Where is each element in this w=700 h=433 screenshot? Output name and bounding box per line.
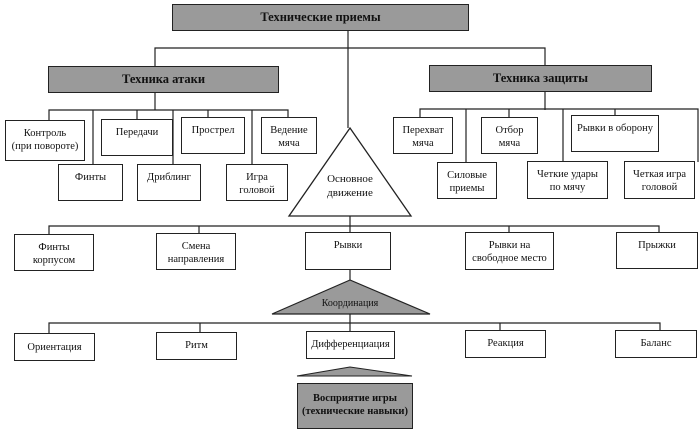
defense-node: Техника защиты [429, 65, 652, 92]
attack-bus-line [48, 109, 289, 121]
outcome-node: Восприятие игры (технические навыки) [297, 383, 413, 429]
defense-label: Техника защиты [492, 71, 589, 85]
defense-bus-line [419, 108, 699, 162]
root-label: Технические приемы [260, 10, 381, 24]
defense-item-golovoy: Четкая игра головой [624, 161, 695, 199]
core-movement-triangle [287, 126, 413, 217]
attack-item-igra-golovoy: Игра головой [226, 164, 288, 201]
core-item-ryvki-mesto: Рывки на свободное место [465, 232, 554, 270]
outcome-label: Восприятие игры (технические навыки) [302, 393, 408, 417]
coordination-triangle [271, 279, 431, 315]
attack-item-vedenie: Ведение мяча [261, 117, 317, 154]
root-node: Технические приемы [172, 4, 469, 31]
coord-item-differenciaciya: Дифференциация [306, 331, 395, 359]
core-item-pryzhki: Прыжки [616, 232, 698, 269]
attack-item-kontrol: Контроль (при повороте) [5, 120, 85, 161]
attack-label: Техника атаки [121, 72, 206, 86]
outcome-roof-triangle [296, 366, 413, 377]
attack-item-finty: Финты [58, 164, 123, 201]
defense-item-otbor: Отбор мяча [481, 117, 538, 154]
core-item-finty-korpusom: Финты корпусом [14, 234, 94, 271]
root-branch-line [154, 47, 546, 66]
core-bus-line [48, 225, 660, 235]
attack-item-prostrel: Прострел [181, 117, 245, 154]
defense-item-perehvat: Перехват мяча [393, 117, 453, 154]
coord-item-reakciya: Реакция [465, 330, 546, 358]
attack-item-peredachi: Передачи [101, 119, 173, 156]
defense-item-udary: Четкие удары по мячу [527, 161, 608, 199]
core-item-ryvki: Рывки [305, 232, 391, 270]
defense-item-ryvki-oboronu: Рывки в оборону [571, 115, 659, 152]
coord-item-ritm: Ритм [156, 332, 237, 360]
coord-item-balans: Баланс [615, 330, 697, 358]
attack-item-dribling: Дриблинг [137, 164, 201, 201]
attack-node: Техника атаки [48, 66, 279, 93]
coord-bus-line [48, 322, 661, 334]
coordination-label: Координация [321, 298, 379, 309]
core-movement-label: Основное движение [327, 173, 373, 199]
defense-item-silovye: Силовые приемы [437, 162, 497, 199]
coord-item-orientaciya: Ориентация [14, 333, 95, 361]
core-item-smena: Смена направления [156, 233, 236, 270]
